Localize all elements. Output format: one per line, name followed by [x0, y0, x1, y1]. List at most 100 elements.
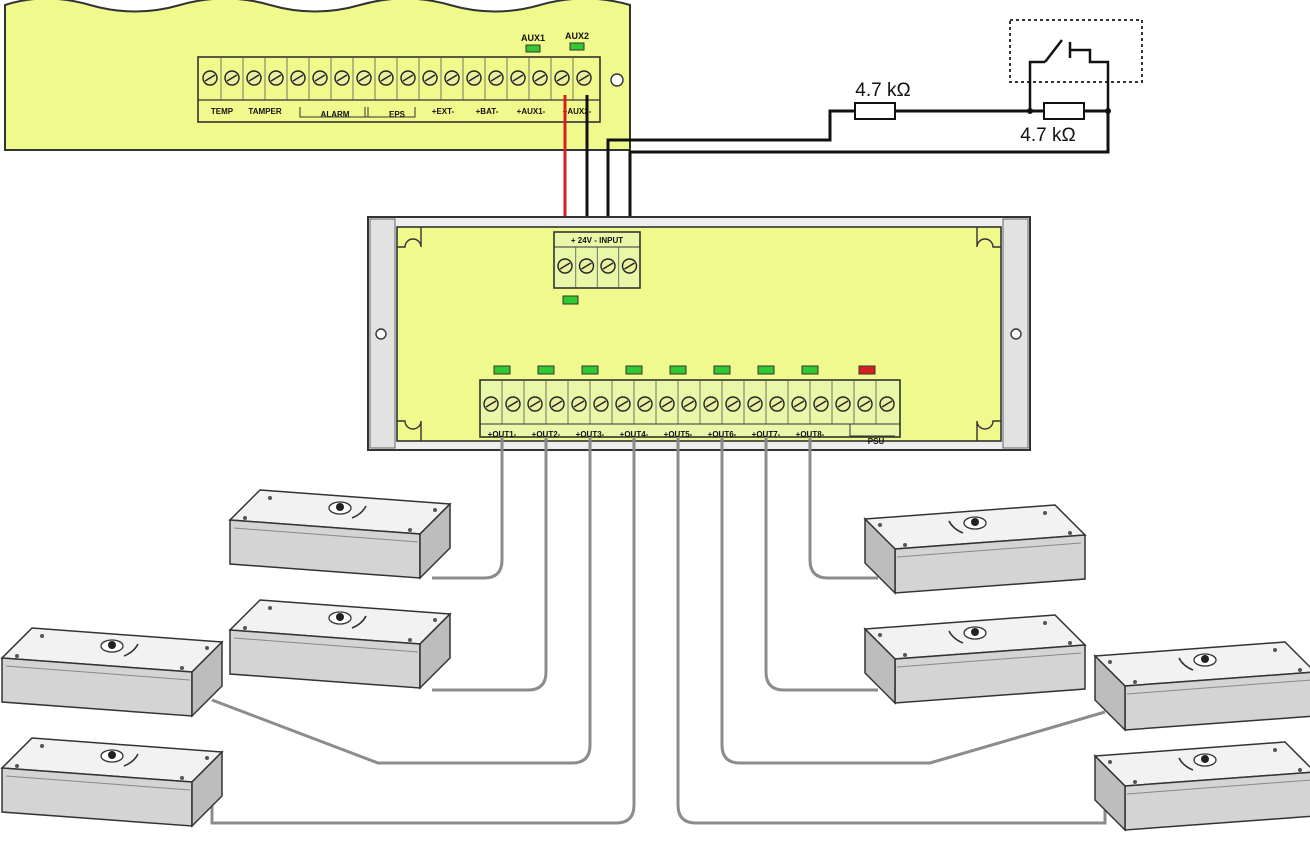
output-screw: [835, 396, 851, 412]
panel-screw: [356, 70, 372, 86]
output-led: [493, 365, 511, 375]
led-label-aux1: AUX1: [521, 33, 545, 43]
output-wire: [211, 437, 592, 765]
psu-led: [858, 365, 876, 375]
output-label: +OUT5-: [664, 430, 693, 439]
output-screw: [813, 396, 829, 412]
panel-screw: [312, 70, 328, 86]
panel-screw: [224, 70, 240, 86]
input-loop: 4.7 kΩ 4.7 kΩ: [606, 19, 1143, 250]
output-wire: [676, 437, 1107, 825]
psu-label: PSU: [868, 437, 885, 446]
output-led: [801, 365, 819, 375]
output-screw: [747, 396, 763, 412]
panel-screw: [268, 70, 284, 86]
led-aux2: [569, 42, 585, 51]
input-connector-label: + 24V - INPUT: [571, 236, 623, 245]
wire-input-2: [628, 111, 1110, 250]
actuator-device: [229, 599, 451, 689]
output-led: [581, 365, 599, 375]
output-screw: [571, 396, 587, 412]
terminal-label-ext: +EXT-: [432, 107, 455, 116]
output-screw: [725, 396, 741, 412]
switch-wire-left: [1028, 60, 1045, 111]
panel-screw: [246, 70, 262, 86]
resistor-parallel: [1043, 102, 1085, 120]
input-led: [562, 295, 579, 305]
output-screw: [659, 396, 675, 412]
output-module: + 24V - INPUT +OUT1- +OUT2- +OUT3- +OUT4- +O…: [367, 216, 1031, 451]
output-screw: [681, 396, 697, 412]
output-led: [757, 365, 775, 375]
panel-screw: [576, 70, 592, 86]
output-screw: [505, 396, 521, 412]
terminal-label-alarm: ALARM: [321, 110, 350, 119]
panel-screw: [400, 70, 416, 86]
output-led: [669, 365, 687, 375]
input-screw: [578, 258, 595, 274]
panel-screw: [554, 70, 570, 86]
output-led: [537, 365, 555, 375]
panel-screw: [422, 70, 438, 86]
resistor-parallel-label: 4.7 kΩ: [1020, 125, 1075, 146]
switch-contact: [1044, 39, 1063, 63]
actuator-device: [1094, 741, 1310, 831]
output-label: +OUT4-: [620, 430, 649, 439]
panel-screw: [202, 70, 218, 86]
terminal-label-tamper: TAMPER: [248, 107, 281, 116]
contact-switch-box: [1009, 19, 1143, 83]
output-wire: [432, 437, 504, 580]
actuator-device: [1094, 641, 1310, 731]
input-screw: [557, 258, 573, 274]
output-label: +OUT2-: [532, 430, 561, 439]
panel-screw: [290, 70, 306, 86]
output-label: +OUT3-: [576, 430, 605, 439]
output-screw: [769, 396, 785, 412]
panel-screw: [444, 70, 460, 86]
input-screw: [621, 258, 638, 274]
output-screw: [483, 396, 499, 412]
output-screw: [791, 396, 807, 412]
output-screw: [593, 396, 609, 412]
terminal-label-temp: TEMP: [211, 107, 234, 116]
output-label: +OUT8-: [796, 430, 825, 439]
panel-screw: [466, 70, 482, 86]
panel-screw: [510, 70, 526, 86]
input-screw: [600, 258, 616, 274]
resistor-series-label: 4.7 kΩ: [855, 80, 910, 101]
output-screw: [527, 396, 543, 412]
output-label: +OUT6-: [708, 430, 737, 439]
output-screw: [615, 396, 631, 412]
panel-screw: [488, 70, 504, 86]
output-screw: [703, 396, 719, 412]
wire-input-1: [606, 109, 855, 250]
output-wire: [764, 437, 878, 692]
panel-screw: [532, 70, 548, 86]
output-screw: [637, 396, 653, 412]
output-wires: [210, 437, 1107, 825]
mounting-hole: [610, 73, 624, 87]
output-wire: [210, 437, 636, 825]
resistor-series: [854, 102, 896, 120]
actuator-device: [864, 504, 1086, 594]
devices: [1, 489, 1310, 831]
output-screw: [879, 396, 895, 412]
output-screw: [857, 396, 873, 412]
actuator-device: [1, 737, 223, 827]
output-wire: [720, 437, 1106, 765]
terminal-label-bat: +BAT-: [476, 107, 499, 116]
switch-wire-right: [1070, 48, 1110, 111]
output-label: +OUT7-: [752, 430, 781, 439]
led-aux1: [525, 44, 541, 53]
terminal-label-aux2: +AUX2-: [563, 107, 592, 116]
output-wire: [808, 437, 878, 580]
actuator-device: [864, 614, 1086, 704]
led-label-aux2: AUX2: [565, 31, 589, 41]
output-screw: [549, 396, 565, 412]
terminal-label-eps: EPS: [389, 110, 406, 119]
actuator-device: [1, 627, 223, 717]
output-label: +OUT1-: [488, 430, 517, 439]
output-led: [713, 365, 731, 375]
actuator-device: [229, 489, 451, 579]
